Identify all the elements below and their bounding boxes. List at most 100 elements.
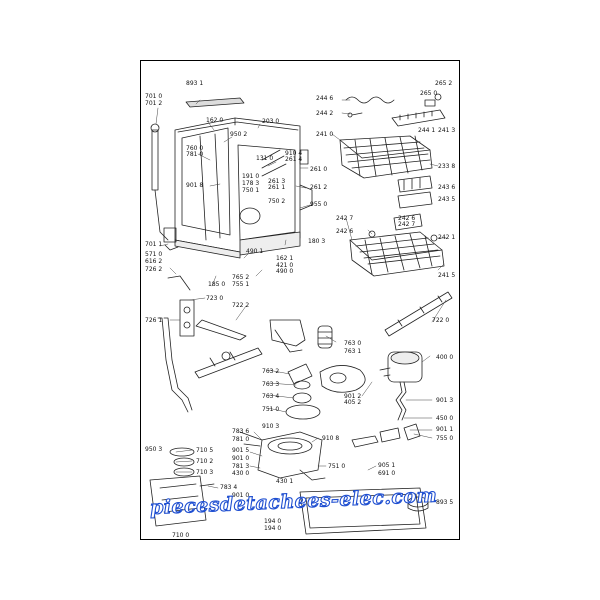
part-number: 910 4 bbox=[285, 150, 303, 157]
part-number: 893 1 bbox=[186, 80, 204, 87]
part-number: 571 0 bbox=[145, 251, 163, 258]
part-number: 701 1 bbox=[145, 241, 163, 248]
lower-spray-arm bbox=[194, 319, 263, 379]
part-number: 723 0 bbox=[206, 295, 224, 302]
part-number: 901 5 bbox=[232, 447, 250, 454]
part-number: 194 0 bbox=[264, 518, 282, 525]
part-number: 763 2 bbox=[262, 368, 280, 375]
part-number: 751 0 bbox=[262, 406, 280, 413]
part-number: 901 2 bbox=[344, 393, 362, 400]
tub-body bbox=[174, 117, 313, 259]
part-number: 910 8 bbox=[322, 435, 340, 442]
part-number: 244 2 bbox=[316, 110, 334, 117]
part-number: 726 1 bbox=[145, 317, 163, 324]
drain-hose bbox=[157, 275, 195, 413]
part-number: 955 0 bbox=[310, 201, 328, 208]
part-number: 261 1 bbox=[268, 184, 286, 191]
part-number: 421 0 bbox=[276, 262, 294, 269]
part-number: 616 2 bbox=[145, 258, 163, 265]
part-number: 242 1 bbox=[438, 234, 456, 241]
part-number: 194 0 bbox=[264, 525, 282, 532]
part-number: 763 4 bbox=[262, 393, 280, 400]
part-number: 765 2 bbox=[232, 274, 250, 281]
part-number: 763 1 bbox=[344, 348, 362, 355]
part-number: 901 8 bbox=[186, 182, 204, 189]
part-number: 261 2 bbox=[310, 184, 328, 191]
upper-spray-arm bbox=[384, 291, 453, 337]
part-number: 701 2 bbox=[145, 100, 163, 107]
part-number: 691 0 bbox=[378, 470, 396, 477]
part-number: 131 0 bbox=[256, 155, 274, 162]
leader-lines bbox=[155, 99, 447, 503]
part-number: 261 4 bbox=[285, 156, 303, 163]
part-number: 901 0 bbox=[232, 455, 250, 462]
part-number: 910 3 bbox=[262, 423, 280, 430]
top-strip-part bbox=[185, 97, 245, 108]
spring-clip bbox=[345, 96, 395, 118]
part-number: 726 2 bbox=[145, 266, 163, 273]
part-number: 710 5 bbox=[196, 447, 214, 454]
part-number: 950 3 bbox=[145, 446, 163, 453]
part-number: 783 6 bbox=[232, 428, 250, 435]
part-number: 178 3 bbox=[242, 180, 260, 187]
part-number: 901 1 bbox=[436, 426, 454, 433]
part-number: 405 2 bbox=[344, 399, 362, 406]
part-number: 755 0 bbox=[436, 435, 454, 442]
part-number: 710 3 bbox=[196, 469, 214, 476]
rack-rail-parts bbox=[391, 93, 446, 127]
part-number: 781 0 bbox=[186, 151, 204, 158]
part-number: 901 0 bbox=[232, 492, 250, 499]
circulation-pump bbox=[379, 351, 423, 421]
part-number: 242 6 bbox=[336, 228, 354, 235]
part-number: 450 0 bbox=[436, 415, 454, 422]
part-number: 243 6 bbox=[438, 184, 456, 191]
part-number: 490 1 bbox=[246, 248, 264, 255]
part-number: 430 0 bbox=[232, 470, 250, 477]
part-number: 265 0 bbox=[420, 90, 438, 97]
filter-assembly bbox=[269, 319, 366, 420]
part-number: 490 0 bbox=[276, 268, 294, 275]
part-number: 750 2 bbox=[268, 198, 286, 205]
part-number: 241 3 bbox=[438, 127, 456, 134]
part-number: 400 0 bbox=[436, 354, 454, 361]
part-number: 781 0 bbox=[232, 436, 250, 443]
part-number: 781 3 bbox=[232, 463, 250, 470]
part-number: 950 2 bbox=[230, 131, 248, 138]
part-number: 722 2 bbox=[232, 302, 250, 309]
part-number: 710 0 bbox=[172, 532, 190, 539]
part-number: 905 1 bbox=[378, 462, 396, 469]
part-number: 722 0 bbox=[432, 317, 450, 324]
part-number: 243 5 bbox=[438, 196, 456, 203]
part-number: 763 3 bbox=[262, 381, 280, 388]
part-number: 750 1 bbox=[242, 187, 260, 194]
part-number: 162 0 bbox=[206, 117, 224, 124]
heater-element bbox=[299, 487, 427, 535]
upper-rack bbox=[339, 135, 433, 179]
part-number: 893 5 bbox=[436, 499, 454, 506]
part-number: 760 0 bbox=[186, 145, 204, 152]
part-number: 430 1 bbox=[276, 478, 294, 485]
part-number: 180 3 bbox=[308, 238, 326, 245]
part-number: 241 5 bbox=[438, 272, 456, 279]
lower-rack bbox=[349, 213, 445, 277]
part-number: 242 7 bbox=[398, 221, 416, 228]
part-number: 710 2 bbox=[196, 458, 214, 465]
water-inlet-parts bbox=[149, 447, 215, 527]
part-number: 242 7 bbox=[336, 215, 354, 222]
part-number: 244 1 bbox=[418, 127, 436, 134]
part-number: 701 0 bbox=[145, 93, 163, 100]
sump-assembly bbox=[239, 423, 421, 481]
left-hose-assembly bbox=[150, 123, 179, 251]
part-number: 265 2 bbox=[435, 80, 453, 87]
part-number: 203 0 bbox=[262, 118, 280, 125]
part-number: 751 0 bbox=[328, 463, 346, 470]
part-number: 261 3 bbox=[268, 178, 286, 185]
part-number: 763 0 bbox=[344, 340, 362, 347]
part-number: 244 6 bbox=[316, 95, 334, 102]
cup-shelf-parts bbox=[397, 175, 433, 209]
part-number: 755 1 bbox=[232, 281, 250, 288]
part-number: 242 6 bbox=[398, 215, 416, 222]
part-number: 901 3 bbox=[436, 397, 454, 404]
part-number: 783 4 bbox=[220, 484, 238, 491]
